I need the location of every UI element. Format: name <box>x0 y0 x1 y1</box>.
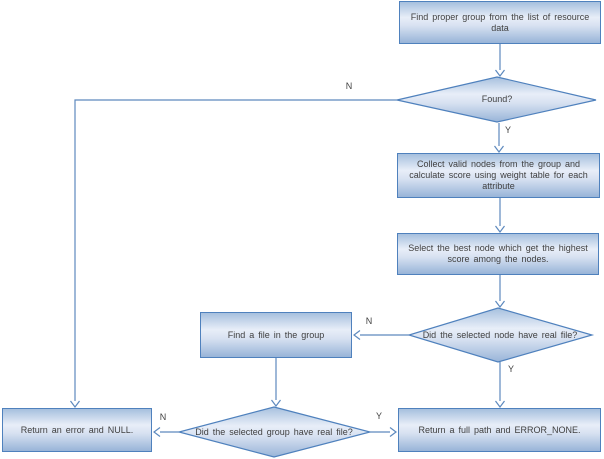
node-select-best: Select the best node which get the highe… <box>397 233 599 275</box>
branch-label-group-no: N <box>159 412 167 422</box>
arrowhead-down-icon <box>271 399 281 407</box>
edge-found-yes-to-collect <box>494 123 504 153</box>
arrowhead-down-icon <box>495 300 505 308</box>
node-find-group: Find proper group from the list of resou… <box>399 1 601 44</box>
node-select-best-label: Select the best node which get the highe… <box>408 243 588 264</box>
node-collect-nodes-label: Collect valid nodes from the group and c… <box>409 159 588 191</box>
node-find-group-label: Find proper group from the list of resou… <box>410 11 590 33</box>
arrowhead-left-icon <box>353 330 361 340</box>
arrowhead-left-icon <box>153 427 161 437</box>
arrowhead-down-icon <box>495 225 505 233</box>
node-find-file: Find a file in the group <box>200 312 352 358</box>
arrowhead-down-icon <box>495 400 505 408</box>
decision-found-shape <box>396 76 597 123</box>
branch-label-found-yes: Y <box>504 125 511 135</box>
node-collect-nodes: Collect valid nodes from the group and c… <box>397 153 600 198</box>
arrowhead-down-icon <box>70 400 80 408</box>
arrowhead-down-icon <box>494 145 504 153</box>
branch-label-node-yes: Y <box>507 364 514 374</box>
node-return-full-path-label: Return a full path and ERROR_NONE. <box>418 424 581 435</box>
arrowhead-right-icon <box>389 427 397 437</box>
edge-node-no-to-find-file <box>353 330 409 340</box>
branch-label-found-no: N <box>345 81 353 91</box>
arrowhead-down-icon <box>495 69 505 77</box>
decision-node-has-file-shape <box>406 307 595 363</box>
edge-node-yes-to-return-full-path <box>495 362 505 408</box>
node-find-file-label: Find a file in the group <box>227 329 325 340</box>
edge-group-no-to-return-error <box>153 427 179 437</box>
decision-group-has-file-shape <box>176 406 373 458</box>
branch-label-group-yes: Y <box>375 411 382 421</box>
edge-group-yes-to-return-full-path <box>370 427 397 437</box>
edge-collect-to-select-best <box>495 198 505 233</box>
edge-find-group-to-found <box>495 44 505 77</box>
node-return-full-path: Return a full path and ERROR_NONE. <box>398 408 601 452</box>
node-return-error: Return an error and NULL. <box>2 408 152 452</box>
edge-found-no-to-return-error <box>70 99 397 408</box>
node-return-error-label: Return an error and NULL. <box>20 424 134 435</box>
branch-label-node-no: N <box>365 316 373 326</box>
edge-find-file-to-group-has-file <box>271 358 281 407</box>
edge-select-best-to-node-has-file <box>495 275 505 308</box>
